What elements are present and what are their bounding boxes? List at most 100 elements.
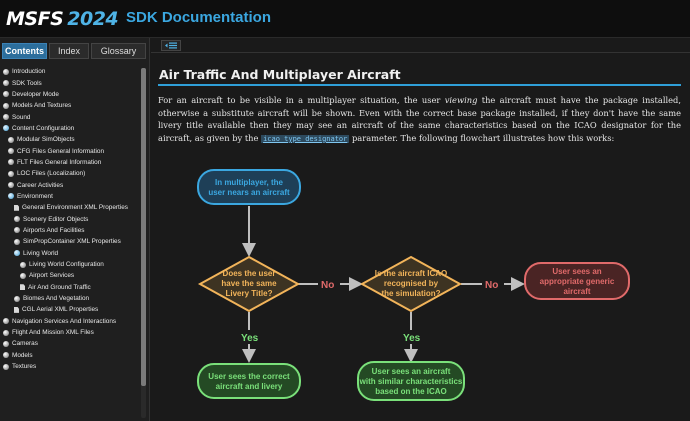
result-correct-line-2: aircraft and livery: [216, 382, 283, 391]
result-generic-line-3: aircraft: [563, 287, 590, 296]
node-icon: [3, 329, 9, 336]
no-label-2: No: [485, 280, 498, 291]
sidebar-item-label: Environment: [17, 192, 53, 200]
sidebar-item-label: Navigation Services And Interactions: [12, 317, 117, 325]
sidebar-scrollbar[interactable]: [141, 68, 146, 418]
sidebar-item[interactable]: Textures: [0, 361, 140, 372]
logo-year: 2024: [67, 8, 119, 30]
result-generic-line-2: appropriate generic: [540, 277, 615, 286]
sidebar-item[interactable]: General Environment XML Properties: [0, 202, 140, 213]
node-icon: [8, 159, 14, 166]
sidebar-item-label: Cameras: [12, 340, 38, 348]
sidebar-item[interactable]: Models And Textures: [0, 100, 140, 111]
node-icon: [20, 261, 26, 268]
node-icon: [3, 352, 9, 359]
node-icon: [14, 216, 20, 223]
node-icon: [8, 136, 14, 143]
sidebar-item[interactable]: Scenery Editor Objects: [0, 213, 140, 224]
sidebar-item[interactable]: Modular SimObjects: [0, 134, 140, 145]
sidebar-item-label: General Environment XML Properties: [22, 204, 128, 212]
node-result-correct: User sees the correct aircraft and liver…: [197, 363, 301, 399]
node-start-line-2: user nears an aircraft: [208, 188, 290, 197]
sidebar-item[interactable]: CFG Files General Information: [0, 145, 140, 156]
sidebar-item-label: Air And Ground Traffic: [28, 283, 91, 291]
node-decision-icao: Is the aircraft ICAO recognised by the s…: [359, 255, 463, 313]
node-icon: [3, 363, 9, 370]
intro-paragraph: For an aircraft to be visible in a multi…: [158, 94, 681, 145]
tab-index[interactable]: Index: [49, 43, 89, 59]
sidebar-item[interactable]: Airport Services: [0, 270, 140, 281]
sidebar-item-label: CGL Aerial XML Properties: [22, 306, 99, 314]
sidebar-item-label: Living World Configuration: [29, 261, 104, 269]
sidebar-item[interactable]: LOC Files (Localization): [0, 168, 140, 179]
sidebar-item[interactable]: Developer Mode: [0, 89, 140, 100]
sidebar-item-label: Modular SimObjects: [17, 136, 75, 144]
toggle-sidebar-button[interactable]: [161, 40, 181, 51]
msfs-logo[interactable]: MSFS 2024: [6, 5, 119, 33]
sidebar-item[interactable]: Living World Configuration: [0, 259, 140, 270]
node-icon: [3, 80, 9, 87]
sidebar-item-label: CFG Files General Information: [17, 147, 105, 155]
tab-glossary[interactable]: Glossary: [91, 43, 146, 59]
sidebar-item[interactable]: Environment: [0, 191, 140, 202]
yes-label-1: Yes: [241, 333, 259, 344]
sidebar-item[interactable]: Airports And Facilities: [0, 225, 140, 236]
decision-icao-line-1: Is the aircraft ICAO: [375, 269, 447, 278]
scrollbar-thumb[interactable]: [141, 68, 146, 386]
result-similar-line-1: User sees an aircraft: [372, 367, 451, 376]
decision-icao-line-2: recognised by: [384, 279, 439, 288]
sidebar-item[interactable]: FLT Files General Information: [0, 157, 140, 168]
node-result-similar: User sees an aircraft with similar chara…: [357, 361, 465, 401]
sidebar-item-label: SimPropContainer XML Properties: [23, 238, 121, 246]
expanded-node-icon: [14, 250, 20, 257]
sidebar-item[interactable]: Flight And Mission XML Files: [0, 327, 140, 338]
icao-parameter-link[interactable]: icao_type_designator: [261, 134, 350, 143]
sidebar-item-label: Airports And Facilities: [23, 226, 85, 234]
node-icon: [14, 238, 20, 245]
sidebar-item-label: Biomes And Vegetation: [23, 295, 90, 303]
node-icon: [8, 148, 14, 155]
sidebar-item[interactable]: Sound: [0, 111, 140, 122]
node-icon: [8, 182, 14, 189]
sidebar-item-label: Textures: [12, 363, 37, 371]
yes-label-2: Yes: [403, 333, 421, 344]
sidebar-item-label: Career Activities: [17, 181, 64, 189]
node-icon: [20, 272, 26, 279]
multiplayer-flowchart: No No Yes Yes In multiplayer, the user n…: [197, 169, 630, 401]
sidebar-item[interactable]: Living World: [0, 248, 140, 259]
node-start: In multiplayer, the user nears an aircra…: [197, 169, 301, 205]
sidebar-item-label: Developer Mode: [12, 90, 59, 98]
sidebar-item[interactable]: Content Configuration: [0, 123, 140, 134]
sidebar-item-label: Content Configuration: [12, 124, 75, 132]
no-label-1: No: [321, 280, 334, 291]
node-icon: [3, 91, 9, 98]
sidebar-item-label: Models And Textures: [12, 102, 72, 110]
sidebar-item-label: Scenery Editor Objects: [23, 215, 89, 223]
sidebar-item-label: FLT Files General Information: [17, 158, 102, 166]
sidebar-item[interactable]: Biomes And Vegetation: [0, 293, 140, 304]
toolbar-divider: [151, 52, 690, 53]
sidebar-item[interactable]: Air And Ground Traffic: [0, 282, 140, 293]
sidebar-item[interactable]: Navigation Services And Interactions: [0, 316, 140, 327]
sidebar-item-label: SDK Tools: [12, 79, 42, 87]
node-decision-livery: Does the user have the same Livery Title…: [197, 255, 301, 313]
tab-contents[interactable]: Contents: [2, 43, 47, 59]
node-icon: [3, 318, 9, 325]
node-result-generic: User sees an appropriate generic aircraf…: [524, 262, 630, 300]
node-icon: [3, 340, 9, 347]
sidebar-item[interactable]: CGL Aerial XML Properties: [0, 304, 140, 315]
menu-collapse-icon: [165, 42, 177, 49]
decision-icao-line-3: the simulation?: [381, 289, 440, 298]
sidebar-item[interactable]: SimPropContainer XML Properties: [0, 236, 140, 247]
sidebar-item[interactable]: Models: [0, 350, 140, 361]
sidebar-item[interactable]: Introduction: [0, 66, 140, 77]
site-title[interactable]: SDK Documentation: [126, 9, 272, 26]
title-underline: [158, 84, 681, 86]
sidebar-item[interactable]: Career Activities: [0, 179, 140, 190]
sidebar-tabs: Contents Index Glossary: [2, 43, 146, 59]
node-icon: [14, 295, 20, 302]
sidebar-item[interactable]: Cameras: [0, 338, 140, 349]
sidebar-item[interactable]: SDK Tools: [0, 77, 140, 88]
